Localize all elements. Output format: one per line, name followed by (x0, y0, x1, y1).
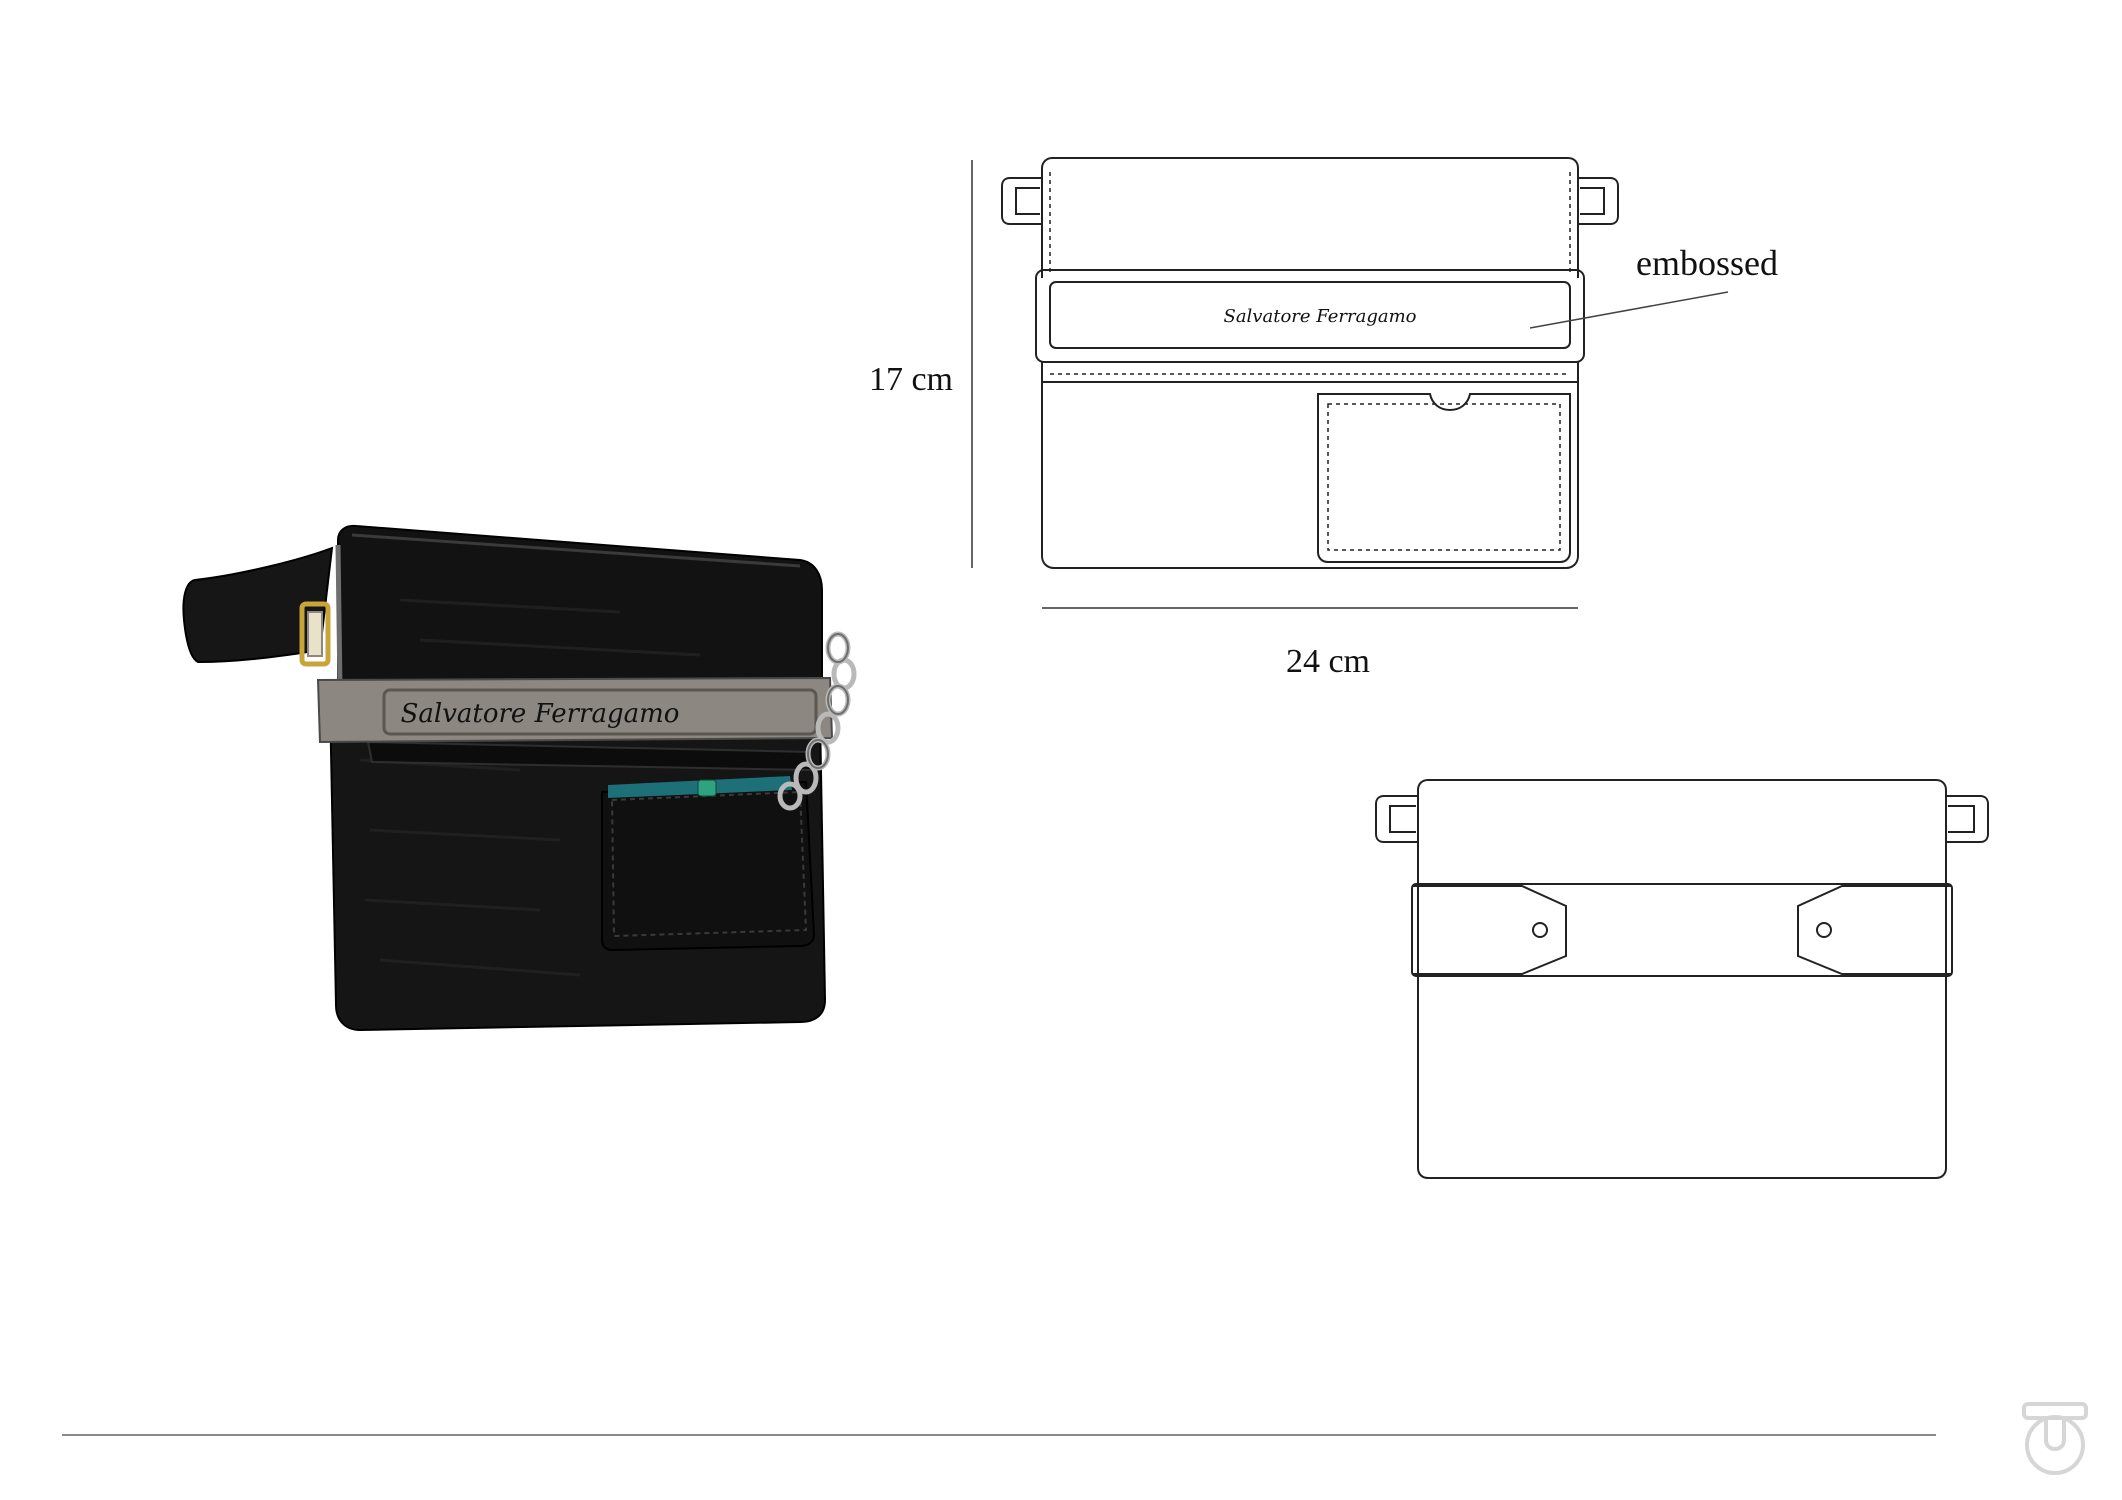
gancini-icon (2022, 1402, 2088, 1475)
pocket-logo-tab (697, 779, 717, 797)
height-label: 17 cm (869, 361, 953, 398)
embossed-label: embossed (1636, 243, 1778, 283)
width-label: 24 cm (1286, 643, 1370, 680)
embossed-leader-line (1529, 291, 1729, 329)
strap-loop (182, 546, 334, 664)
strap-buckle (299, 601, 331, 667)
front-upper-panel (1041, 157, 1579, 278)
back-body (1417, 779, 1947, 1179)
back-left-tab (1412, 885, 1567, 975)
front-right-loop (1578, 177, 1619, 225)
back-right-loop (1946, 795, 1989, 843)
front-band-signature: Salvatore Ferragamo (1223, 306, 1416, 327)
front-pocket-outline (1317, 393, 1571, 563)
bag-back-panel (337, 524, 823, 692)
back-left-tab-hole (1532, 922, 1548, 938)
back-belt-band (1411, 883, 1953, 977)
bag-illustration: Salvatore Ferragamo (182, 524, 857, 1032)
band-signature: Salvatore Ferragamo (401, 699, 680, 729)
back-right-tab-hole (1816, 922, 1832, 938)
back-left-loop (1375, 795, 1418, 843)
logo-band-inset (382, 688, 818, 736)
front-lower-body (1041, 362, 1579, 569)
front-pocket (601, 780, 816, 952)
front-left-loop (1001, 177, 1042, 225)
front-band (1035, 269, 1585, 363)
front-view-drawing (1001, 157, 1619, 569)
front-band-inset (1049, 281, 1571, 349)
back-right-tab (1797, 885, 1952, 975)
suede-texture (359, 598, 701, 977)
back-view-drawing (1375, 779, 1989, 1179)
